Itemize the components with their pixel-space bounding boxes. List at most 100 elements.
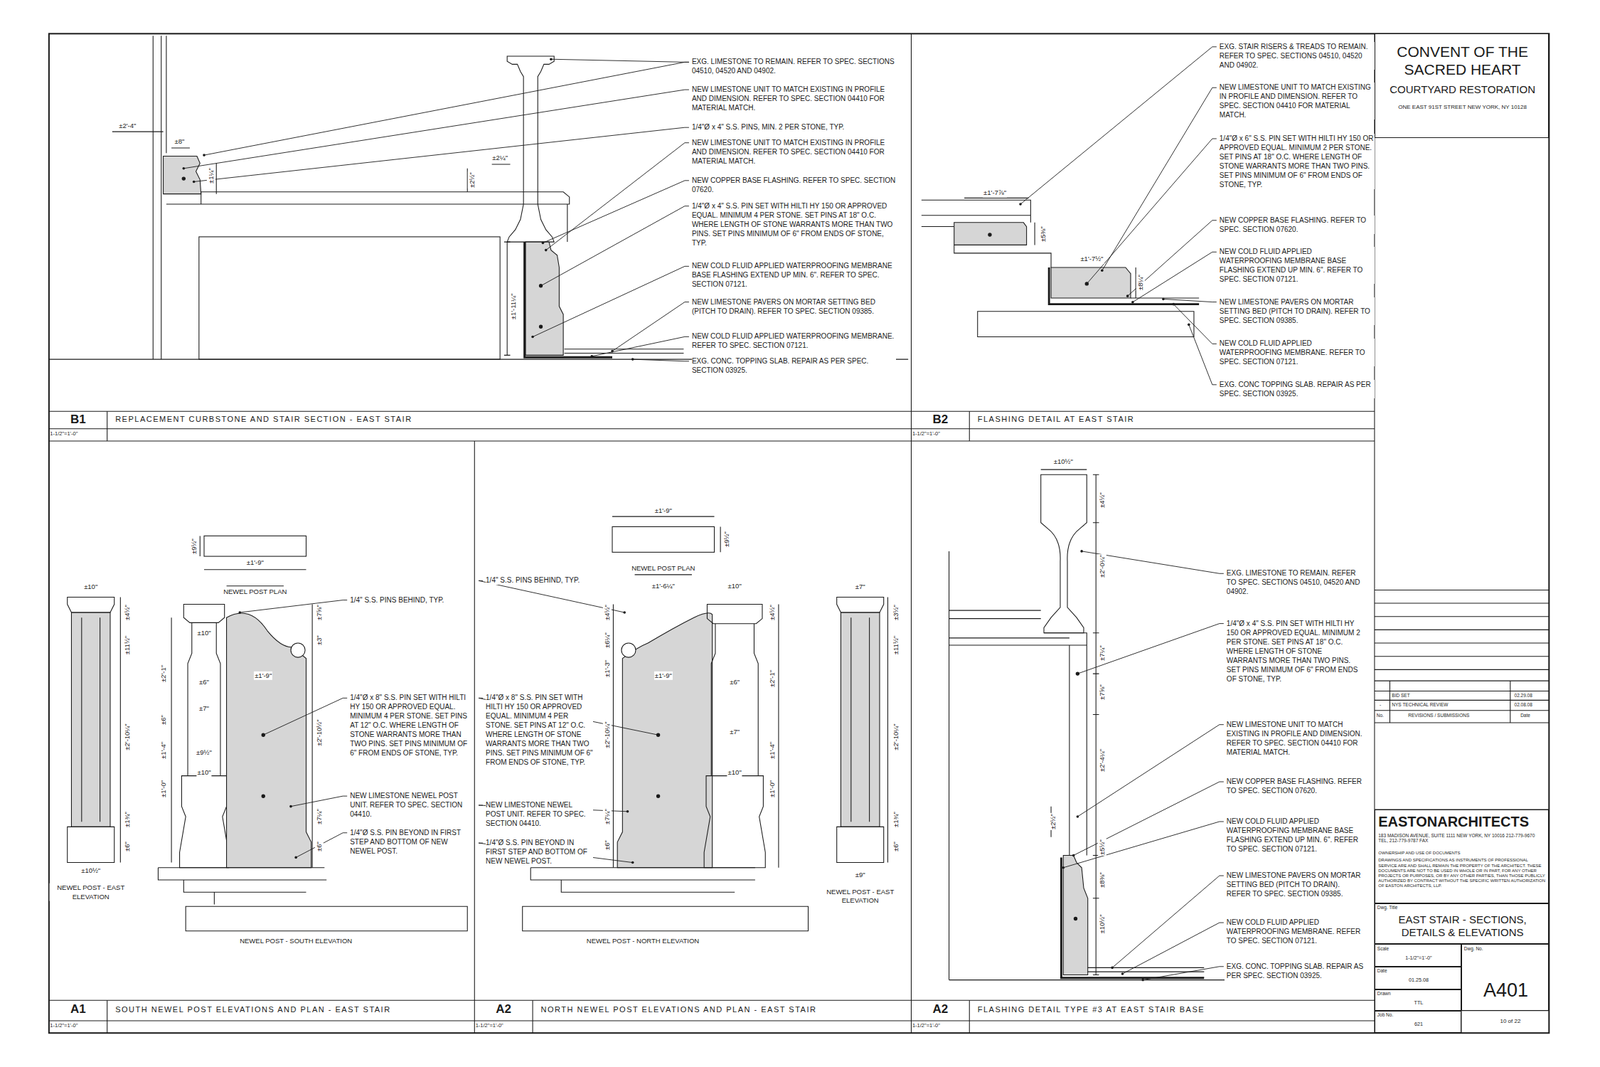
detail-title-bar: B2FLASHING DETAIL AT EAST STAIR1-1/2"=1'…	[910, 411, 1374, 441]
dimension-text: ±4½"	[768, 603, 777, 621]
detail-number: B2	[910, 412, 970, 427]
stair-section-b1	[199, 236, 500, 360]
architect-cell: EASTONARCHITECTS183 MADISON AVENUE, SUIT…	[1374, 809, 1549, 904]
dimension-text: ±2'-1"	[768, 669, 777, 688]
leader-dot	[1121, 972, 1125, 975]
dimension-text: ±10½"	[1053, 456, 1074, 466]
callout-note: NEW COLD FLUID APPLIED WATERPROOFING MEM…	[1226, 816, 1365, 854]
stair-section-b2	[988, 233, 992, 237]
dimension-text: ±6"	[315, 840, 324, 852]
detail-number: A2	[474, 1001, 533, 1017]
dimension-text: ±2½"	[1048, 812, 1058, 830]
drawing-number: A401	[1462, 978, 1550, 1002]
newel-post-a1	[199, 535, 306, 586]
leader-line	[1077, 724, 1224, 817]
dimension-text: ±2'-4¼"	[1097, 748, 1107, 773]
leader-dot	[261, 733, 265, 736]
drawing-title-cell: Dwg. TitleEAST STAIR - SECTIONS, DETAILS…	[1374, 903, 1549, 944]
callout-note: NEW LIMESTONE NEWEL POST UNIT. REFER TO …	[485, 800, 594, 828]
dimension-text: ±9"	[854, 870, 867, 879]
callout-note: 1/4"Ø x 6" S.S. PIN SET WITH HILTI HY 15…	[1219, 133, 1375, 190]
title-block-text: NYS TECHNICAL REVIEW	[1391, 701, 1448, 707]
stair-section-b2	[921, 199, 1032, 223]
dimension-text: ±6"	[891, 840, 901, 852]
leader-dot	[549, 57, 553, 61]
dimension-text: ±7¼"	[1097, 644, 1107, 662]
leader-line	[546, 142, 690, 251]
leader-dot	[202, 153, 206, 157]
dimension-text: ±10½"	[1097, 913, 1107, 934]
dimension-text: ±1¾"	[891, 810, 901, 828]
dimension-text: ±7¼"	[603, 807, 612, 825]
leader-line	[1020, 46, 1217, 205]
callout-note: NEW COPPER BASE FLASHING. REFER TO SPEC.…	[691, 175, 896, 195]
project-subtitle: COURTYARD RESTORATION	[1379, 83, 1546, 96]
leader-line	[541, 206, 690, 286]
drawing-title: EAST STAIR - SECTIONS, DETAILS & ELEVATI…	[1379, 913, 1546, 939]
dimension-text: NEWEL POST PLAN	[222, 587, 288, 596]
stair-section-b1	[163, 156, 202, 195]
dimension-text: ±4½"	[1097, 491, 1107, 509]
scale-note: 1-1/2"=1'-0"	[49, 1021, 107, 1029]
leader-line	[1102, 87, 1217, 271]
title-block-text: No.	[1376, 712, 1384, 718]
detail-number: A1	[49, 1001, 108, 1017]
newel-post-a1	[179, 604, 229, 868]
dimension-text: ±2'-10½"	[315, 718, 324, 747]
leader-dot	[631, 861, 635, 864]
dimension-text: ±6"	[123, 840, 132, 852]
date-cell: Date01.25.08	[1374, 966, 1462, 990]
leader-dot	[1076, 672, 1080, 675]
leader-dot	[1076, 814, 1080, 818]
detail-number: B1	[49, 412, 108, 427]
stair-section-b2	[977, 297, 1199, 338]
scale-cell: Scale1-1/2"=1'-0"	[1374, 943, 1462, 967]
stair-section-b1	[524, 241, 613, 357]
field-label: Drawn	[1377, 990, 1391, 997]
callout-note: 1/4"Ø x 8" S.S. PIN SET WITH HILTI HY 15…	[485, 692, 594, 767]
dimension-text: ±11½"	[891, 635, 901, 655]
dimension-text: ±6"	[198, 676, 210, 686]
dimension-text: ±1'-3"	[603, 659, 612, 678]
callout-note: 1/4" S.S. PINS BEHIND, TYP.	[485, 575, 594, 585]
stair-section-b1	[112, 131, 511, 355]
stair-section-b2	[1048, 267, 1199, 305]
leader-line	[1132, 251, 1217, 302]
leader-dot	[1141, 978, 1145, 982]
newel-post-a1	[290, 642, 306, 658]
flashing-detail-a2	[1041, 469, 1088, 855]
flashing-detail-a2	[1063, 855, 1088, 975]
scale-note: 1-1/2"=1'-0"	[912, 430, 970, 437]
leader-dot	[590, 354, 594, 358]
flashing-detail-a2	[949, 610, 1070, 645]
title-block-text: 02.29.08	[1514, 692, 1533, 698]
newel-post-a1	[261, 733, 265, 736]
leader-dot	[544, 248, 548, 252]
newel-post-a1	[261, 794, 265, 798]
dimension-text: ±8⅜"	[1097, 871, 1107, 889]
callout-note: NEW COLD FLUID APPLIED WATERPROOFING MEM…	[691, 331, 896, 350]
leader-line	[194, 127, 690, 182]
stair-section-b1	[166, 192, 570, 242]
dimension-text: ±5⅜"	[1038, 225, 1047, 243]
leader-dot	[1161, 297, 1165, 301]
leader-dot	[1072, 854, 1076, 857]
dimension-text: ±1'-0"	[768, 779, 777, 798]
dimension-text: ±8"	[174, 137, 186, 146]
dimension-text: ±1¼"	[206, 167, 216, 185]
callout-note: EXG. LIMESTONE TO REMAIN. REFER TO SPEC.…	[691, 56, 896, 76]
dimension-text: ±10"	[727, 768, 743, 777]
newel-post-a2-north	[656, 733, 660, 736]
job-number-cell: Job No.621	[1374, 1010, 1462, 1034]
leader-dot	[294, 856, 298, 860]
drawn-cell: DrawnTTL	[1374, 989, 1462, 1011]
dimension-text: ±10"	[196, 628, 212, 638]
leader-dot	[1080, 549, 1084, 553]
dimension-text: ±2'-4"	[118, 120, 137, 130]
dimension-text: ±8¼"	[1136, 274, 1145, 292]
ownership-heading: OWNERSHIP AND USE OF DOCUMENTS	[1378, 850, 1547, 856]
dimension-text: ±1¾"	[123, 810, 132, 828]
callout-note: EXG. STAIR RISERS & TREADS TO REMAIN. RE…	[1219, 41, 1375, 70]
dimension-text: ±1'-6¼"	[651, 581, 676, 591]
